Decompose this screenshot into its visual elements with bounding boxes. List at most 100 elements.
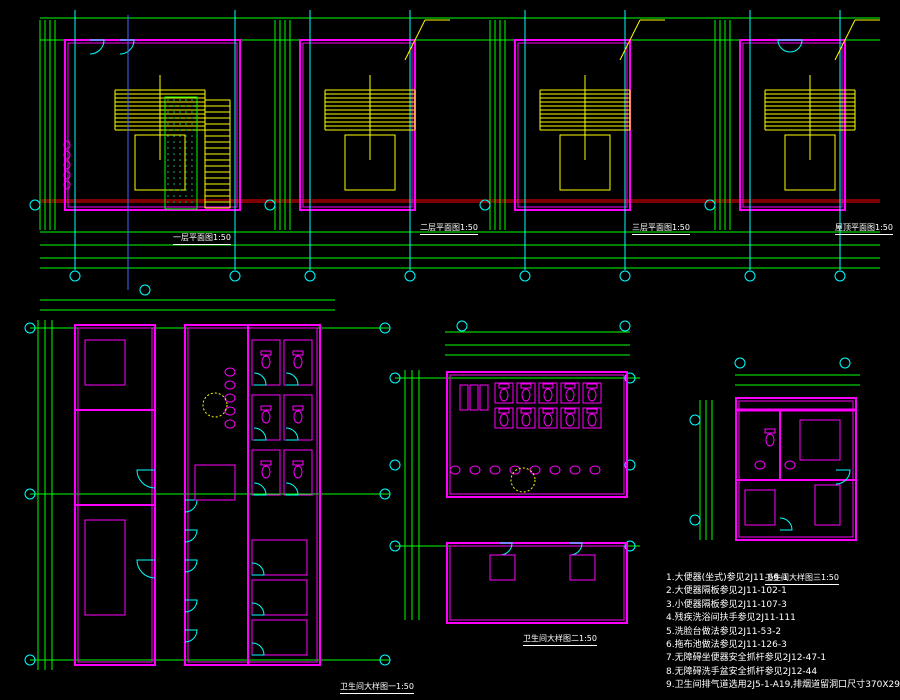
title-plan-2: 二层平面图1:50: [420, 223, 478, 235]
turning-circle: [202, 392, 228, 418]
toilet-fixture: [587, 413, 597, 427]
door-swing: [184, 599, 198, 613]
wall: [514, 39, 631, 211]
note-item: 2.大便器隔板参见2J11-102-1: [666, 586, 787, 597]
bath: [84, 519, 126, 616]
wall-inner: [449, 374, 625, 495]
axis-bubble: [834, 270, 846, 282]
hatch-dot: [167, 171, 169, 173]
title-plan-1: 一层平面图1:50: [173, 233, 231, 245]
hatch-dot: [179, 153, 181, 155]
urinal: [479, 384, 489, 411]
hatch-dot: [179, 183, 181, 185]
wall-inner: [738, 400, 854, 538]
toilet-fixture: [261, 465, 271, 479]
hatch-dot: [185, 111, 187, 113]
toilet-fixture: [261, 410, 271, 424]
hatch-dot: [167, 129, 169, 131]
toilet-fixture: [293, 465, 303, 479]
hatch-dot: [191, 201, 193, 203]
axis-bubble: [304, 270, 316, 282]
door-swing: [89, 39, 105, 55]
urinal-area: [194, 464, 236, 501]
hatch-dot: [185, 183, 187, 185]
axis-bubble: [479, 199, 491, 211]
hatch-dot: [167, 147, 169, 149]
door-swing: [136, 469, 156, 489]
title-plan-3: 三层平面图1:50: [632, 223, 690, 235]
sink-fixture: [224, 419, 236, 429]
urinal: [469, 384, 479, 411]
hatch-dot: [191, 129, 193, 131]
hatch-dot: [179, 165, 181, 167]
hatch-dot: [167, 99, 169, 101]
axis-bubble: [229, 270, 241, 282]
stair-landing: [784, 134, 836, 191]
door-swing: [253, 482, 267, 496]
toilet-tank: [564, 408, 576, 414]
axis-bubble: [264, 199, 276, 211]
hatch-dot: [173, 195, 175, 197]
sink-fixture: [224, 406, 236, 416]
toilet-fixture: [63, 180, 71, 190]
hatch-dot: [167, 135, 169, 137]
hatch-dot: [173, 129, 175, 131]
hatch-dot: [179, 135, 181, 137]
note-item: 5.洗脸台做法参见2J11-53-2: [666, 626, 782, 637]
axis-bubble: [744, 270, 756, 282]
hatch-dot: [179, 159, 181, 161]
hatch-dot: [167, 183, 169, 185]
sink-fixture: [509, 465, 521, 475]
door-swing: [779, 517, 793, 531]
hatch-dot: [185, 117, 187, 119]
toilet-tank: [292, 350, 304, 356]
axis-bubble: [69, 270, 81, 282]
hatch-dot: [167, 117, 169, 119]
axis-bubble: [519, 270, 531, 282]
hatch-dot: [185, 177, 187, 179]
shower: [744, 489, 776, 526]
hatch-dot: [191, 171, 193, 173]
hatch-dot: [191, 159, 193, 161]
hatch-dot: [191, 165, 193, 167]
door-swing: [253, 427, 267, 441]
sink-fixture: [589, 465, 601, 475]
title-toilet-2: 卫生间大样图二1:50: [523, 634, 597, 646]
wall: [64, 39, 241, 211]
hatch-dot: [191, 183, 193, 185]
wall-inner: [67, 42, 238, 208]
axis-bubble: [624, 540, 636, 552]
hatch-dot: [167, 159, 169, 161]
hatch-dot: [185, 201, 187, 203]
stall: [560, 382, 580, 404]
hatch-dot: [191, 123, 193, 125]
sink-fixture: [569, 465, 581, 475]
stair-plan-3: [479, 10, 665, 282]
toilet-fixture: [261, 355, 271, 369]
stair-landing: [344, 134, 396, 191]
stall: [494, 382, 514, 404]
door-swing: [251, 562, 265, 576]
hatch-dot: [179, 99, 181, 101]
axis-bubble: [24, 654, 36, 666]
hatch-region: [164, 96, 198, 210]
urinal: [459, 384, 469, 411]
hatch-dot: [185, 99, 187, 101]
hatch-dot: [179, 195, 181, 197]
stall-lower: [251, 539, 308, 576]
stair-plan-2: [264, 10, 450, 282]
hatch-dot: [179, 123, 181, 125]
door-swing: [253, 372, 267, 386]
hatch-dot: [191, 111, 193, 113]
door-swing: [184, 529, 198, 543]
note-item: 4.残疾洗浴间扶手参见2J11-111: [666, 613, 796, 624]
door-swing: [136, 559, 156, 579]
hatch-dot: [185, 123, 187, 125]
notes-list: 1.大便器(坐式)参见2J11-66-1 2.大便器隔板参见2J11-102-1…: [666, 572, 900, 693]
axis-bubble: [389, 459, 401, 471]
hatch-dot: [173, 171, 175, 173]
toilet-fixture: [521, 413, 531, 427]
toilet-fixture: [765, 433, 775, 447]
stall-lower: [251, 579, 308, 616]
